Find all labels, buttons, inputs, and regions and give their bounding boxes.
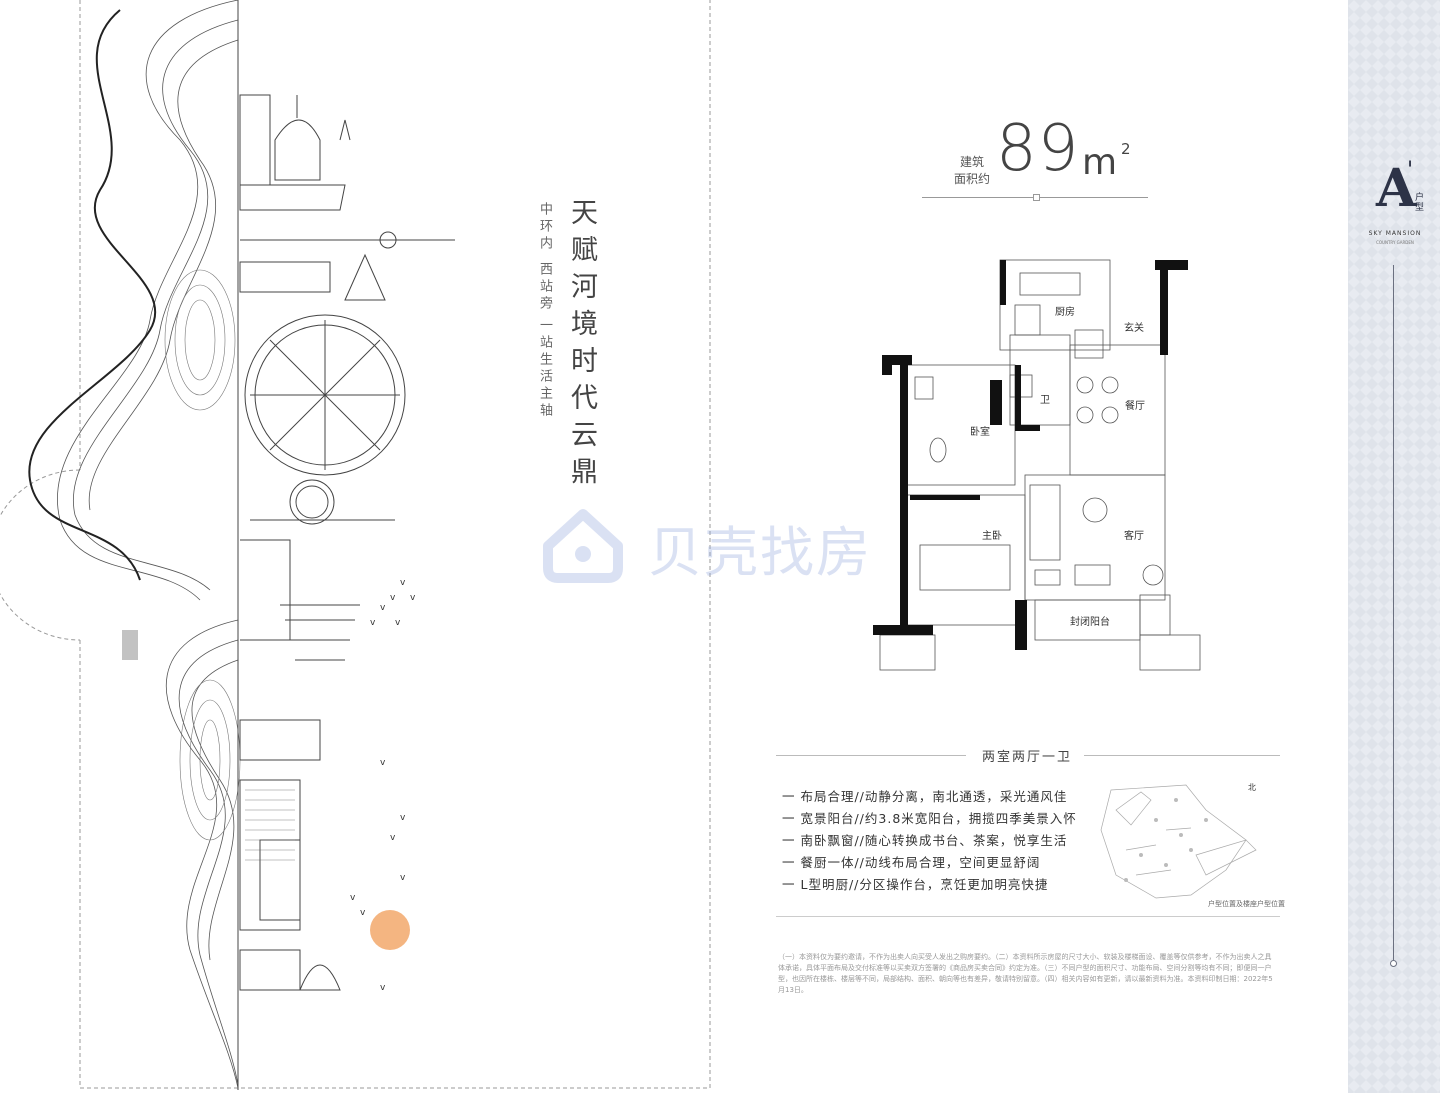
unit-type-letter: A [1376,158,1417,219]
floor-plan: 厨房 玄关 卫 餐厅 卧室 主卧 客厅 封闭阳台 [870,255,1210,685]
layout-type: 两室两厅一卫 [982,750,1073,765]
headline-era: 时代云鼎 [566,346,597,494]
svg-text:v: v [360,908,366,918]
svg-text:v: v [380,603,386,613]
svg-text:v: v [350,893,356,903]
feature-item: 一 L型明厨//分区操作台，烹饪更加明亮快捷 [782,877,1049,892]
svg-text:v: v [380,758,386,768]
area-number: 89 [996,112,1080,186]
floor-plan-drawing [873,259,1201,671]
svg-text:v: v [380,983,386,993]
site-plan-map [1100,784,1257,899]
unit-type-suffix: 户型 [1415,193,1425,213]
unit-type-prime: ' [1407,158,1414,183]
section-rule [776,916,1280,917]
subline-location-1: 中环内 [537,202,552,253]
room-entry: 玄关 [1124,323,1144,334]
layout-rule-right [1084,755,1280,756]
room-dining: 餐厅 [1125,401,1145,412]
svg-text:v: v [370,618,376,628]
site-plan-caption: 户型位置及楼座户型位置 [1208,900,1285,908]
strip-rule-end [1390,960,1397,967]
svg-text:v: v [410,593,416,603]
svg-text:v: v [390,833,396,843]
area-label-line1: 建筑 [959,155,984,169]
svg-text:v: v [400,813,406,823]
room-master-bedroom: 主卧 [982,531,1002,542]
room-bedroom: 卧室 [970,427,990,438]
room-balcony: 封闭阳台 [1070,617,1110,628]
headline-river: 天赋河境 [566,198,597,346]
svg-text:v: v [400,873,406,883]
feature-item: 一 布局合理//动静分离，南北通透，采光通风佳 [782,789,1068,804]
watermark-text: 贝壳找房 [648,521,872,584]
feature-item: 一 南卧飘窗//随心转换成书台、茶案，悦享生活 [782,833,1068,848]
area-label: 建筑 面积约 [952,154,992,188]
right-brand-strip [1348,0,1440,1093]
area-unit: m [1082,142,1118,183]
room-bath: 卫 [1040,395,1050,406]
feature-item: 一 宽景阳台//约3.8米宽阳台，拥揽四季美景入怀 [782,811,1077,826]
north-indicator: 北 [1248,783,1256,792]
room-kitchen: 厨房 [1055,307,1075,318]
watermark-house-icon [543,509,623,583]
subline-location-2: 西站旁 [537,262,552,313]
strip-rule [1393,265,1394,960]
brand-subtitle: COUNTRY GARDEN [1376,240,1414,245]
area-rule-marker [1033,194,1040,201]
brand-name: SKY MANSION [1368,230,1422,237]
svg-text:v: v [395,618,401,628]
subline-location-3: 一站生活主轴 [537,318,552,420]
room-living: 客厅 [1124,531,1144,542]
area-label-line2: 面积约 [953,172,990,186]
layout-rule-left [776,755,966,756]
strip-pattern [1348,0,1440,1093]
disclaimer-text: （一）本资料仅为要约邀请，不作为出卖人向买受人发出之购房要约。（二）本资料所示房… [778,953,1273,994]
feature-item: 一 餐厨一体//动线布局合理，空间更显舒阔 [782,855,1041,870]
svg-text:v: v [400,578,406,588]
area-unit-superscript: 2 [1121,140,1131,158]
svg-text:v: v [390,593,396,603]
